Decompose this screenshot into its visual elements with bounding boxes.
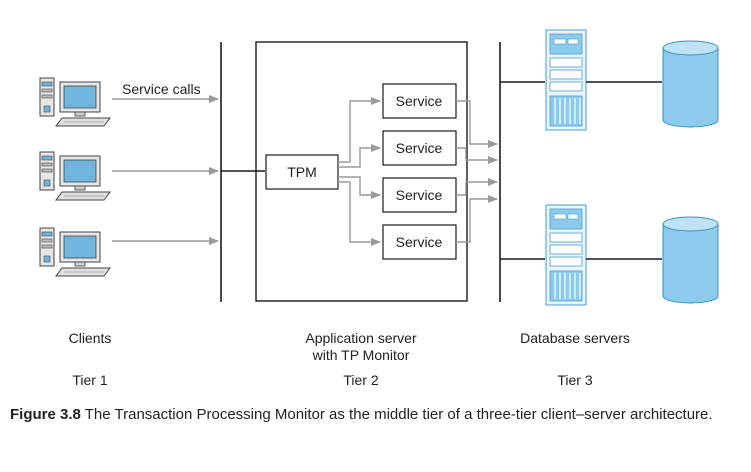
client-computer-2	[39, 151, 111, 201]
tier-3-name: Database servers	[520, 330, 630, 346]
architecture-diagram: Service calls TPM Service Service Servic…	[39, 29, 719, 306]
tpm-connectors	[338, 97, 381, 246]
tier-2-label: Tier 2	[343, 372, 379, 388]
tier-2-name-line-1: Application server	[305, 330, 417, 346]
service-calls-label: Service calls	[122, 81, 201, 97]
service-label-4: Service	[396, 234, 443, 250]
database-cylinder-icon-1	[662, 40, 719, 128]
database-server-1	[545, 29, 587, 131]
figure-number: Figure 3.8	[10, 406, 81, 423]
tier-2-name: Application server with TP Monitor	[271, 330, 451, 364]
service-box-4	[382, 224, 457, 260]
service-label-1: Service	[396, 93, 443, 109]
client-computer-1	[39, 77, 111, 127]
tier-2-name-line-2: with TP Monitor	[312, 347, 410, 363]
client-computer-3	[39, 227, 111, 277]
service-connectors	[456, 100, 498, 243]
figure-caption: Figure 3.8 The Transaction Processing Mo…	[10, 404, 735, 425]
service-label-2: Service	[396, 140, 443, 156]
tpm-box	[265, 154, 339, 190]
tier-1-label: Tier 1	[72, 372, 108, 388]
service-label-3: Service	[396, 187, 443, 203]
application-server-box	[255, 41, 468, 302]
database-server-2	[545, 204, 587, 306]
service-box-2	[382, 130, 457, 166]
database-cylinder-icon-2	[662, 216, 719, 304]
tier-3-label: Tier 3	[557, 372, 593, 388]
tpm-label: TPM	[287, 164, 317, 180]
figure-caption-text: The Transaction Processing Monitor as th…	[84, 406, 713, 423]
tier-1-name: Clients	[68, 330, 112, 346]
